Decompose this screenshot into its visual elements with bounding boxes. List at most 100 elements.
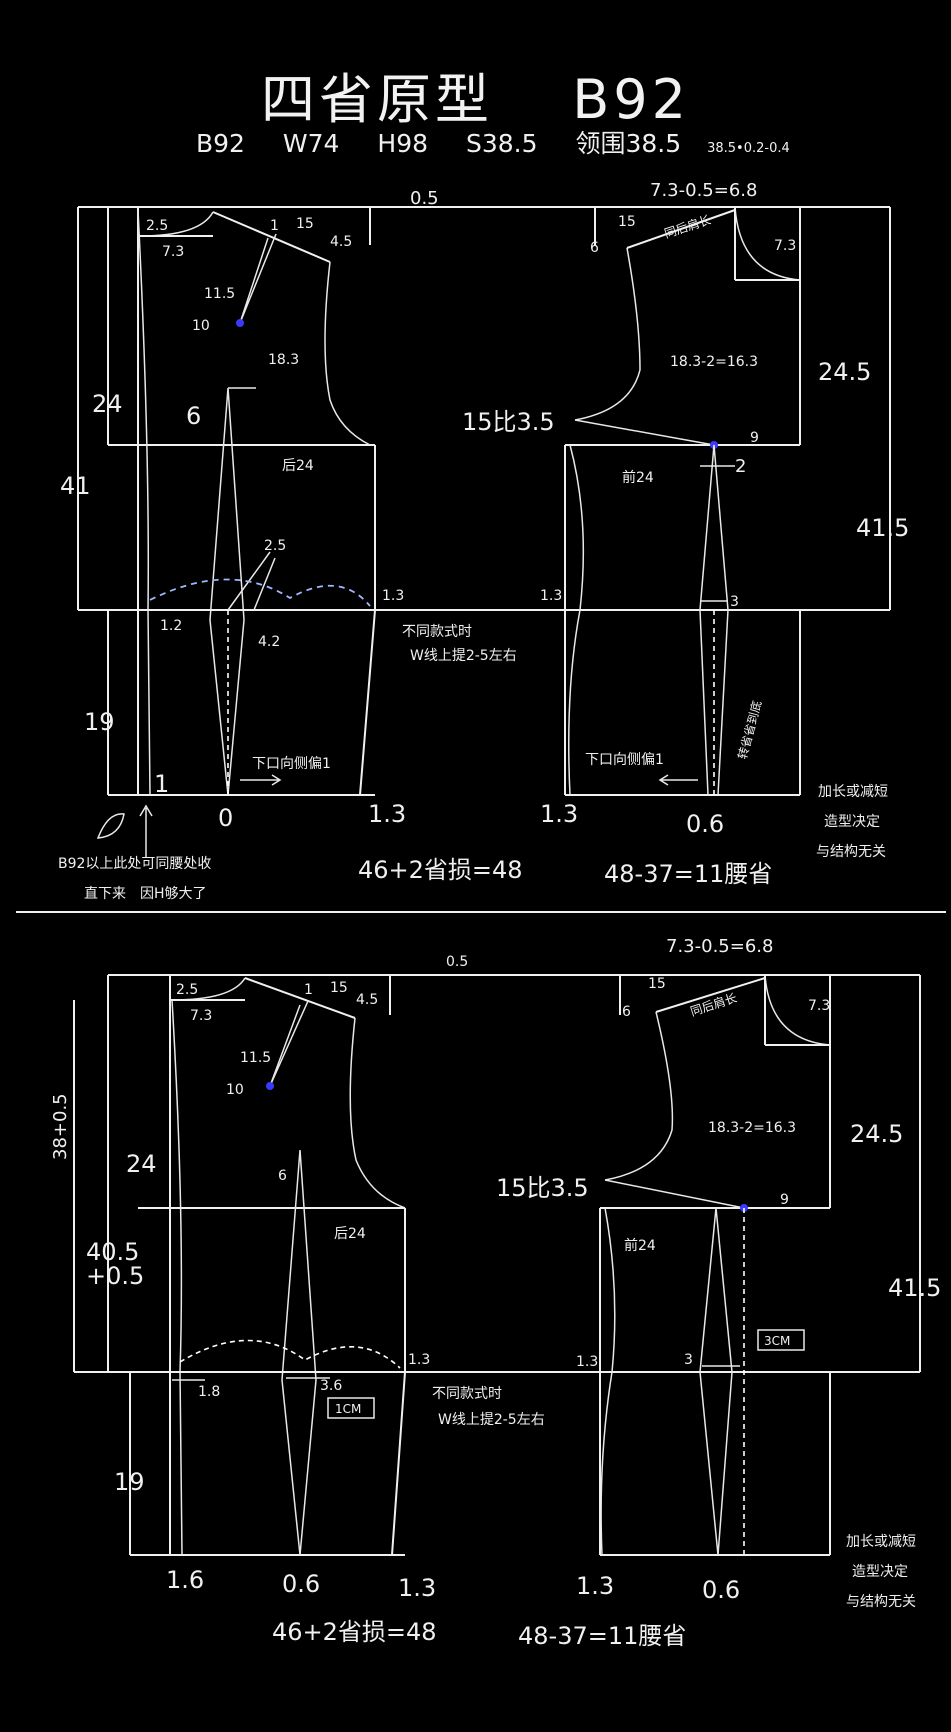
bottom-label-front-73: 7.3 — [808, 998, 830, 1014]
bottom-back-armhole — [349, 1017, 406, 1209]
bottom-back-dart-point — [266, 1082, 274, 1090]
top-label-front-2: 2 — [735, 456, 746, 477]
top-label-front-hem-13: 1.3 — [540, 800, 578, 828]
top-label-front-side-13: 1.3 — [540, 588, 562, 604]
top-label-back-24: 24 — [92, 390, 123, 418]
bottom-label-back-shoulder-15: 15 — [330, 980, 348, 996]
measure-note: 38.5•0.2-0.4 — [707, 141, 790, 156]
top-label-side-13-back: 1.3 — [382, 588, 404, 604]
top-label-back-19: 19 — [84, 708, 115, 736]
bottom-front-armhole — [604, 1011, 674, 1181]
top-label-back-slope-1: 1 — [270, 218, 279, 234]
top-label-back-shoulder-45: 4.5 — [330, 234, 352, 250]
top-label-back-hem-0: 0 — [218, 804, 233, 832]
top-label-side-42: 4.2 — [258, 634, 280, 650]
bottom-label-back-slope-1: 1 — [304, 982, 313, 998]
bottom-label-dart-10: 10 — [226, 1082, 244, 1098]
measure-hip: H98 — [377, 129, 429, 158]
bottom-label-side-13-back: 1.3 — [408, 1352, 430, 1368]
bottom-label-front-6: 6 — [622, 1004, 631, 1020]
bottom-draft — [73, 974, 921, 1556]
bottom-label-front-245: 24.5 — [850, 1120, 903, 1148]
top-label-front-6: 6 — [590, 240, 599, 256]
measure-shoulder: S38.5 — [465, 129, 538, 158]
bottom-label-dart-115: 11.5 — [240, 1050, 271, 1066]
bottom-box-3cm — [757, 1329, 805, 1351]
bottom-front-side-seam — [600, 1207, 616, 1556]
top-label-back-neck-w: 2.5 — [146, 218, 168, 234]
bottom-front-dart — [699, 1207, 733, 1556]
top-label-dart-10: 10 — [192, 318, 210, 334]
top-label-back-hem-13: 1.3 — [368, 800, 406, 828]
bottom-label-front-9: 9 — [780, 1192, 789, 1208]
bottom-back-waist-dashed — [179, 1339, 401, 1369]
bottom-front-bust-ray — [604, 1179, 745, 1209]
top-back-note-2: 直下来 因H够大了 — [84, 885, 207, 902]
bottom-length-note-1: 加长或减短 — [846, 1534, 916, 1550]
top-label-front-arm-formula: 18.3-2=16.3 — [670, 354, 758, 370]
bottom-label-box-3cm: 3CM — [764, 1334, 790, 1348]
top-back-dart-rays — [227, 551, 276, 611]
top-hem-arrow-back — [240, 774, 282, 786]
top-draft — [77, 206, 891, 796]
bottom-back-side-seam — [391, 1208, 406, 1556]
top-label-front-73: 7.3 — [774, 238, 796, 254]
bottom-note-style: 不同款式时 — [432, 1386, 502, 1402]
top-label-back-shoulder-15: 15 — [296, 216, 314, 232]
top-label-front-15-35: 15比3.5 — [462, 408, 555, 436]
top-label-hem-shift-front: 下口向侧偏1 — [585, 752, 664, 768]
bottom-label-front-hem-13: 1.3 — [576, 1572, 614, 1600]
top-label-back-41: 41 — [60, 472, 91, 500]
top-back-shoulder-dart — [239, 233, 277, 324]
bottom-back-waist-dart — [281, 1149, 317, 1556]
top-length-note-2: 造型决定 — [824, 814, 880, 830]
bottom-label-box-1cm: 1CM — [335, 1402, 361, 1416]
top-back-side-seam — [359, 445, 376, 796]
bottom-label-shoulder-offset: 0.5 — [446, 954, 468, 970]
top-hem-arrow-front — [658, 774, 698, 786]
top-front-shoulder — [626, 209, 736, 249]
bottom-label-front-415: 41.5 — [888, 1274, 941, 1302]
bottom-label-back-405: 40.5 — [86, 1238, 139, 1266]
top-back-note-arrow — [139, 804, 153, 858]
measurements-row: B92 W74 H98 S38.5 领围38.5 38.5•0.2-0.4 — [196, 124, 820, 160]
top-label-back-dart-6: 6 — [186, 402, 201, 430]
bottom-label-back-hem-16: 1.6 — [166, 1566, 204, 1594]
bottom-label-back-19: 19 — [114, 1468, 145, 1496]
diagram-title: 四省原型 B92 — [261, 68, 690, 131]
bottom-label-front-15: 15 — [648, 976, 666, 992]
bottom-label-back-hem-13: 1.3 — [398, 1574, 436, 1602]
top-label-front-shoulder-formula: 7.3-0.5=6.8 — [650, 180, 757, 201]
top-back-waist-dashed — [149, 578, 371, 607]
bottom-label-front-arm-formula: 18.3-2=16.3 — [708, 1120, 796, 1136]
top-leaf-icon — [96, 813, 125, 839]
top-label-front-9: 9 — [750, 430, 759, 446]
bottom-label-back-dart-6: 6 — [278, 1168, 287, 1184]
top-back-dart-point — [236, 319, 244, 327]
top-back-shoulder-slope — [212, 211, 331, 263]
bottom-label-front-hem-06: 0.6 — [702, 1576, 740, 1604]
top-back-center-seam — [137, 209, 151, 796]
top-label-front-3: 3 — [730, 594, 739, 610]
measure-neck: 领围38.5 — [575, 129, 682, 158]
top-back-waist-dart — [209, 387, 245, 796]
top-label-dart-115: 11.5 — [204, 286, 235, 302]
bottom-length-note-3: 与结构无关 — [846, 1594, 916, 1610]
top-length-note-1: 加长或减短 — [818, 784, 888, 800]
top-formula-back: 46+2省损=48 — [358, 856, 523, 884]
top-front-bust-ray — [574, 419, 715, 446]
bottom-back-shoulder-dart — [269, 1000, 309, 1087]
top-label-shoulder-offset: 0.5 — [410, 188, 439, 209]
top-front-armhole — [574, 247, 641, 421]
top-label-back-hem-1: 1 — [154, 770, 169, 798]
top-label-front-415: 41.5 — [856, 514, 909, 542]
bottom-back-shoulder-slope — [244, 977, 356, 1019]
bottom-label-side-18: 1.8 — [198, 1384, 220, 1400]
bottom-length-note-2: 造型决定 — [852, 1564, 908, 1580]
bottom-label-back-hem-06: 0.6 — [282, 1570, 320, 1598]
top-back-armhole — [324, 261, 371, 446]
bottom-label-side-36: 3.6 — [320, 1378, 342, 1394]
bottom-back-center-seam — [171, 999, 183, 1556]
bottom-label-back-shoulder-45: 4.5 — [356, 992, 378, 1008]
bottom-label-back-24: 24 — [126, 1150, 157, 1178]
